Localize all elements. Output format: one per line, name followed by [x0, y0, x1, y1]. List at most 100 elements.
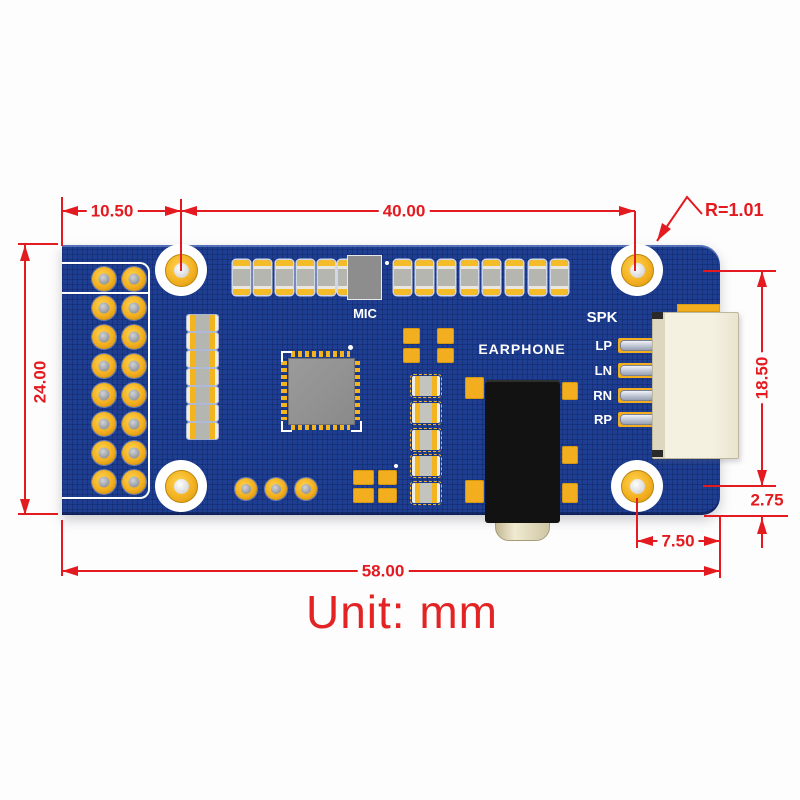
dim-bottom-right-offset-label: 7.50 — [657, 531, 699, 551]
mounting-hole — [155, 460, 207, 512]
header-pin-hole — [92, 441, 116, 465]
via-hole — [295, 478, 317, 500]
solder-pad — [403, 328, 420, 344]
header-pin-hole — [122, 383, 146, 407]
dim-top-left-width-label: 10.50 — [86, 201, 138, 221]
via-hole — [265, 478, 287, 500]
header-pin-hole — [92, 470, 116, 494]
header-silkscreen-outline — [62, 262, 150, 499]
dim-bottom-width-label: 58.00 — [357, 561, 409, 581]
smd-resistor — [410, 428, 442, 452]
connector-pin-pad — [618, 388, 658, 403]
earphone-jack — [485, 380, 560, 523]
smd-capacitor — [297, 260, 314, 295]
mounting-hole-bore — [173, 478, 189, 494]
smd-capacitor — [318, 260, 335, 295]
header-pin-hole — [122, 267, 146, 291]
mounting-hole-ring — [164, 253, 198, 287]
smd-resistor — [410, 481, 442, 505]
header-pin-hole — [92, 325, 116, 349]
smd-capacitor — [276, 260, 293, 295]
connector-notch-bottom — [652, 450, 663, 457]
mounting-hole-ring — [164, 469, 198, 503]
smd-resistor — [187, 369, 218, 385]
smd-capacitor — [551, 260, 568, 295]
connector-pin — [620, 390, 655, 401]
smd-resistor — [187, 333, 218, 349]
header-pin-hole — [92, 383, 116, 407]
speaker-pin-label-lp: LP — [595, 338, 612, 353]
dim-right-bottom-offset-label: 2.75 — [750, 490, 784, 510]
chip-pin1-dot — [348, 345, 353, 350]
mic-marker-dot — [385, 261, 389, 265]
mounting-hole-bore — [629, 262, 645, 278]
mounting-hole-ring — [620, 469, 654, 503]
header-pin-hole — [122, 441, 146, 465]
smd-resistor — [410, 374, 442, 398]
smd-capacitor — [461, 260, 478, 295]
header-pin-hole — [122, 470, 146, 494]
smd-resistor — [410, 454, 442, 478]
mounting-hole-bore — [173, 262, 189, 278]
solder-pad — [353, 488, 374, 503]
solder-pad — [378, 470, 397, 485]
chip-bracket-br — [351, 421, 362, 432]
solder-pad — [403, 348, 420, 363]
spk-label: SPK — [586, 309, 618, 326]
smd-resistor — [187, 387, 218, 403]
solder-pad — [562, 483, 578, 503]
via-hole — [235, 478, 257, 500]
solder-pad — [378, 488, 397, 503]
solder-pad — [562, 446, 578, 464]
smd-resistor — [187, 351, 218, 367]
silkscreen-dot — [394, 464, 398, 468]
smd-capacitor — [529, 260, 546, 295]
chip-bracket-bl — [281, 421, 292, 432]
mounting-hole — [155, 244, 207, 296]
codec-chip — [288, 358, 355, 425]
chip-pins-left — [281, 361, 287, 420]
smd-capacitor — [438, 260, 455, 295]
connector-pin — [620, 340, 655, 351]
mic-component — [347, 255, 382, 300]
solder-pad — [465, 480, 484, 503]
chip-pins-bottom — [291, 424, 350, 430]
solder-pad — [562, 382, 578, 400]
dim-corner-radius-label: R=1.01 — [705, 200, 764, 220]
header-pin-hole — [92, 354, 116, 378]
smd-capacitor — [483, 260, 500, 295]
smd-capacitor — [394, 260, 411, 295]
connector-notch-top — [652, 312, 663, 319]
header-pin-hole — [122, 325, 146, 349]
speaker-pin-label-rn: RN — [593, 388, 612, 403]
unit-label: Unit: mm — [306, 586, 498, 638]
smd-resistor — [187, 405, 218, 421]
connector-pin — [620, 365, 655, 376]
header-pin-hole — [122, 296, 146, 320]
header-pin-hole — [92, 412, 116, 436]
solder-pad — [437, 348, 454, 363]
speaker-pin-label-ln: LN — [594, 363, 612, 378]
smd-capacitor — [416, 260, 433, 295]
mounting-hole — [611, 244, 663, 296]
header-pin-hole — [122, 412, 146, 436]
mounting-hole-bore — [629, 478, 645, 494]
chip-pins-top — [291, 351, 350, 357]
connector-pin — [620, 414, 655, 425]
speaker-connector — [652, 312, 739, 459]
solder-pad — [465, 377, 484, 399]
pcb-board: MIC EARPHONE SPK LP LN RN RP — [62, 244, 739, 541]
solder-pad — [437, 328, 454, 344]
dim-left-height-label: 24.00 — [30, 356, 50, 408]
dim-right-height-label: 18.50 — [752, 352, 772, 404]
chip-pins-right — [354, 361, 360, 420]
smd-resistor — [410, 401, 442, 425]
smd-capacitor — [254, 260, 271, 295]
chip-bracket-tl — [281, 351, 292, 362]
header-silkscreen-divider — [62, 292, 148, 294]
mounting-hole — [611, 460, 663, 512]
smd-capacitor — [506, 260, 523, 295]
smd-capacitor — [233, 260, 250, 295]
speaker-pin-label-rp: RP — [593, 412, 612, 427]
